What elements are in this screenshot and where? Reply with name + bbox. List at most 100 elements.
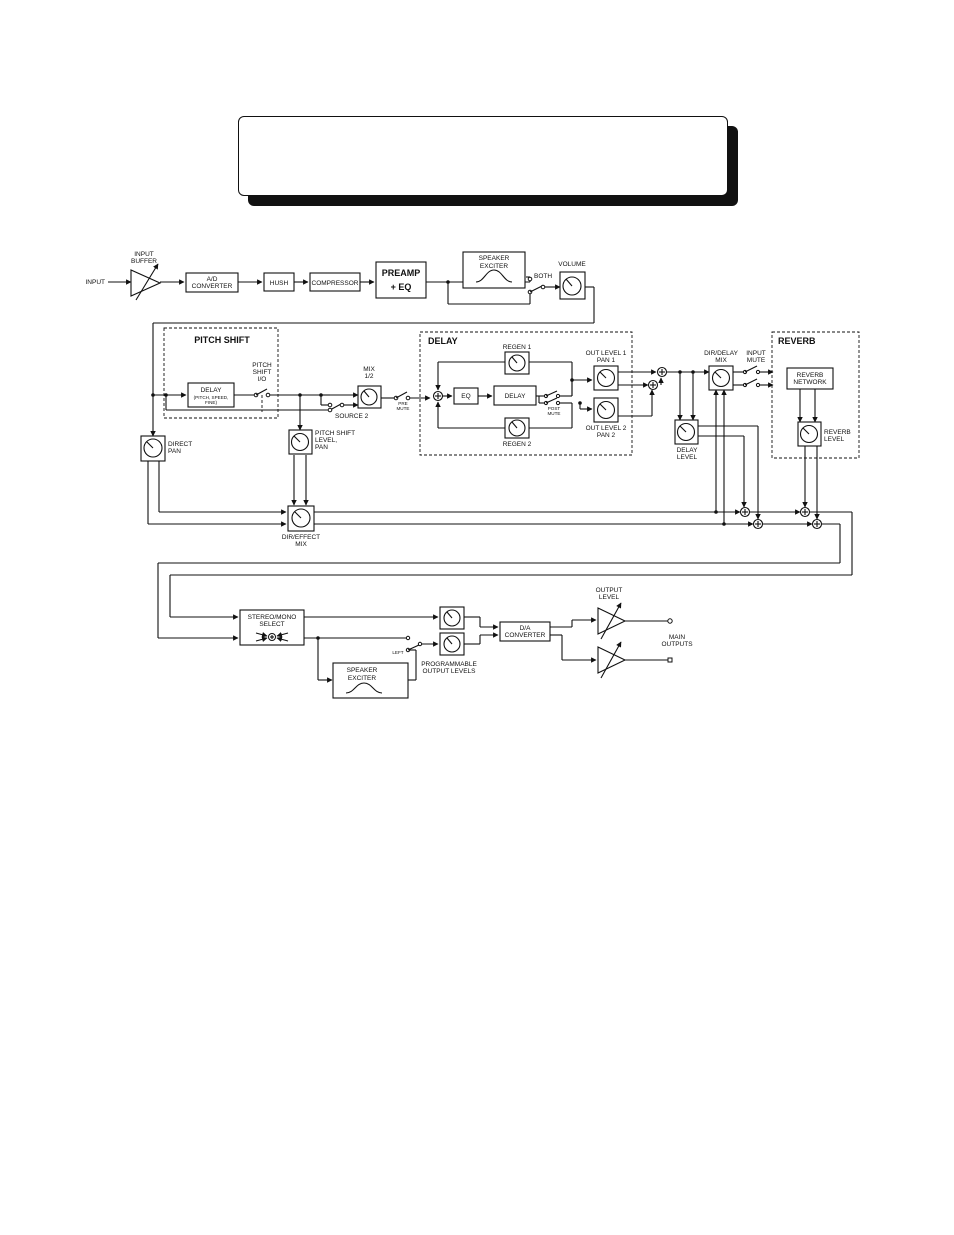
svg-text:LEVEL: LEVEL: [599, 594, 620, 601]
delay-block: DELAY: [493, 385, 537, 406]
programmable-output-levels-label: PROGRAMMABLE OUTPUT LEVELS: [421, 661, 477, 675]
reverb-network-block: REVERB NETWORK: [786, 367, 834, 390]
svg-text:I/O: I/O: [258, 376, 267, 383]
source2-switch: SOURCE 2: [327, 402, 369, 420]
output-level-knob-1: [439, 606, 465, 630]
svg-text:EXCITER: EXCITER: [348, 675, 376, 682]
output-amp-2: [597, 641, 627, 679]
regen1-knob: REGEN 1: [503, 344, 532, 375]
volume-knob: VOLUME: [558, 261, 586, 300]
svg-text:DIR/EFFECT: DIR/EFFECT: [282, 534, 320, 541]
svg-text:1/2: 1/2: [364, 373, 373, 380]
svg-text:INPUT: INPUT: [746, 350, 766, 357]
svg-text:LEVEL: LEVEL: [677, 454, 698, 461]
svg-text:PROGRAMMABLE: PROGRAMMABLE: [421, 661, 477, 668]
both-switch: BOTH: [527, 273, 552, 295]
speaker-exciter-block: SPEAKER EXCITER: [462, 251, 526, 289]
svg-text:SPEAKER: SPEAKER: [479, 255, 510, 262]
svg-text:PITCH SHIFT: PITCH SHIFT: [315, 430, 355, 437]
svg-text:SOURCE 2: SOURCE 2: [335, 413, 369, 420]
out-level2-knob: OUT LEVEL 2 PAN 2: [586, 397, 627, 439]
delay-eq-block: EQ: [453, 387, 479, 405]
svg-text:+ EQ: + EQ: [391, 282, 412, 292]
ad-converter-block: A/D CONVERTER: [185, 272, 239, 293]
svg-text:NETWORK: NETWORK: [793, 379, 827, 386]
svg-text:DIR/DELAY: DIR/DELAY: [704, 350, 738, 357]
svg-text:EQ: EQ: [461, 393, 470, 400]
svg-text:MUTE: MUTE: [747, 357, 766, 364]
svg-text:REVERB: REVERB: [797, 372, 824, 379]
wires: [108, 276, 853, 683]
svg-text:COMPRESSOR: COMPRESSOR: [312, 280, 359, 287]
svg-text:DELAY: DELAY: [505, 393, 526, 400]
stereo-mono-select-block: STEREO/MONO SELECT: [239, 609, 305, 646]
mix12-knob: MIX 1/2: [357, 366, 382, 409]
summer-2: [647, 379, 659, 391]
delay-summer: [432, 390, 444, 402]
svg-text:LEVEL,: LEVEL,: [315, 437, 337, 444]
svg-text:STEREO/MONO: STEREO/MONO: [248, 614, 297, 621]
input-label: INPUT: [86, 279, 106, 286]
svg-text:(PITCH, SPEED,: (PITCH, SPEED,: [194, 395, 229, 400]
output-amp-1: OUTPUT LEVEL: [596, 587, 627, 640]
output-level-knob-2: [439, 632, 465, 656]
svg-text:CONVERTER: CONVERTER: [192, 283, 233, 290]
svg-text:MIX: MIX: [295, 541, 307, 548]
svg-text:A/D: A/D: [207, 276, 218, 283]
svg-text:PREAMP: PREAMP: [382, 268, 421, 278]
svg-text:MIX: MIX: [363, 366, 375, 373]
svg-text:OUT LEVEL 2: OUT LEVEL 2: [586, 425, 627, 432]
svg-text:POST: POST: [548, 406, 561, 411]
reverb-section: [771, 331, 860, 459]
svg-text:OUTPUTS: OUTPUTS: [661, 641, 693, 648]
svg-text:MUTE: MUTE: [547, 411, 560, 416]
svg-text:DIRECT: DIRECT: [168, 441, 192, 448]
svg-text:DELAY: DELAY: [677, 447, 698, 454]
svg-text:MUTE: MUTE: [396, 406, 409, 411]
svg-text:INPUT: INPUT: [86, 279, 106, 286]
pitch-shift-level-knob: PITCH SHIFT LEVEL, PAN: [288, 429, 355, 455]
out-level1-knob: OUT LEVEL 1 PAN 1: [586, 350, 627, 391]
direct-pan-knob: DIRECT PAN: [140, 435, 192, 462]
summer-1: [656, 366, 668, 378]
svg-text:CONVERTER: CONVERTER: [505, 632, 546, 639]
dir-delay-mix-knob: DIR/DELAY MIX: [704, 350, 739, 391]
speaker-exciter-2-block: SPEAKER EXCITER: [332, 662, 409, 699]
delay-section: [419, 331, 633, 456]
summer-4: [752, 518, 764, 530]
summer-6: [811, 518, 823, 530]
svg-text:MAIN: MAIN: [669, 634, 686, 641]
preamp-eq-block: PREAMP + EQ: [375, 261, 427, 299]
regen2-knob: REGEN 2: [503, 417, 532, 448]
main-outputs: MAIN OUTPUTS: [661, 618, 693, 663]
svg-text:PITCH: PITCH: [252, 362, 272, 369]
svg-text:OUT LEVEL 1: OUT LEVEL 1: [586, 350, 627, 357]
svg-text:VOLUME: VOLUME: [558, 261, 586, 268]
svg-text:EXCITER: EXCITER: [480, 263, 508, 270]
svg-text:HUSH: HUSH: [270, 280, 289, 287]
summer-5: [799, 506, 811, 518]
hush-block: HUSH: [263, 272, 295, 292]
svg-text:PAN: PAN: [168, 448, 181, 455]
svg-text:INPUT: INPUT: [134, 251, 154, 258]
svg-text:FINE): FINE): [205, 400, 217, 405]
svg-text:DELAY: DELAY: [201, 387, 222, 394]
svg-text:PRE: PRE: [398, 401, 407, 406]
svg-text:MIX: MIX: [715, 357, 727, 364]
svg-text:SHIFT: SHIFT: [253, 369, 272, 376]
svg-text:OUTPUT LEVELS: OUTPUT LEVELS: [423, 668, 477, 675]
svg-text:PAN 1: PAN 1: [597, 357, 616, 364]
svg-text:BOTH: BOTH: [534, 273, 552, 280]
svg-text:LEVEL: LEVEL: [824, 436, 845, 443]
pitch-delay-block: DELAY (PITCH, SPEED, FINE): [187, 382, 235, 408]
svg-text:PAN 2: PAN 2: [597, 432, 616, 439]
svg-text:BUFFER: BUFFER: [131, 258, 157, 265]
svg-text:SPEAKER: SPEAKER: [347, 667, 378, 674]
title-banner: [238, 116, 738, 206]
pre-mute-switch: PRE MUTE: [393, 391, 411, 411]
svg-text:SELECT: SELECT: [259, 621, 284, 628]
summer-3: [739, 506, 751, 518]
svg-text:D/A: D/A: [520, 625, 532, 632]
svg-text:OUTPUT: OUTPUT: [596, 587, 623, 594]
